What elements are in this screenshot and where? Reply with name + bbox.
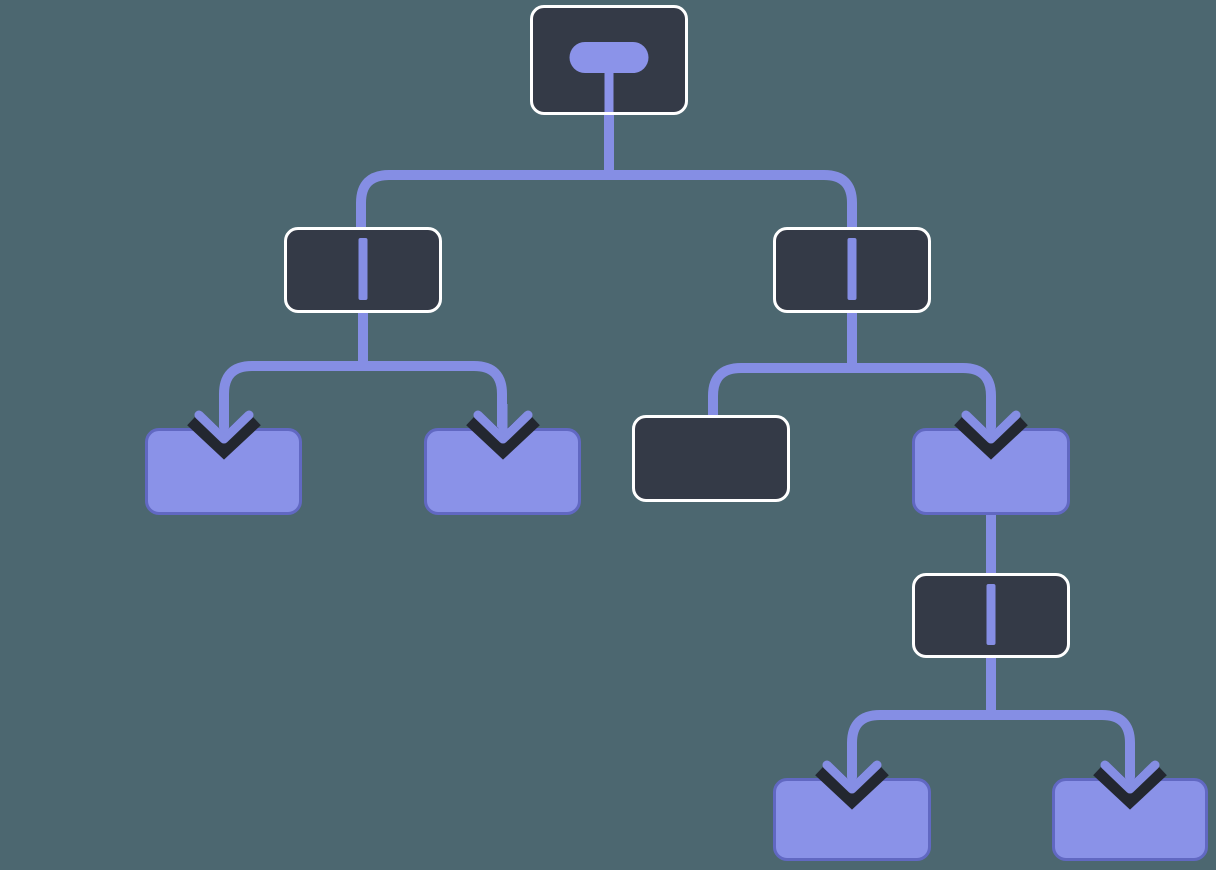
- pill-stem: [604, 70, 614, 112]
- arrow-head: [194, 410, 253, 444]
- edge-lower-branch-to-leaves: [847, 654, 1135, 782]
- edge-root-to-branches: [356, 112, 857, 233]
- arrow-head: [961, 410, 1021, 444]
- chevron-down-arrow-icon: [1093, 754, 1167, 810]
- pass-through-line: [358, 238, 368, 300]
- node-branch-lower[interactable]: [912, 573, 1070, 658]
- edge-right-branch-to-children: [708, 306, 996, 432]
- node-branch-left[interactable]: [284, 227, 442, 313]
- chevron-dark-shape: [465, 410, 540, 460]
- chevron-down-arrow-icon: [815, 754, 889, 810]
- arrow-head: [1100, 760, 1160, 794]
- node-child-dark[interactable]: [632, 415, 790, 502]
- chevron-down-arrow-icon: [954, 404, 1028, 460]
- chevron-dark-shape: [815, 760, 889, 810]
- chevron-down-arrow-icon: [465, 404, 540, 460]
- chevron-down-arrow-icon: [186, 404, 261, 460]
- pass-through-line: [847, 238, 857, 300]
- node-branch-right[interactable]: [773, 227, 931, 313]
- chevron-dark-shape: [954, 410, 1028, 460]
- pass-through-line: [986, 584, 996, 645]
- pill-placeholder: [569, 42, 649, 73]
- node-root[interactable]: [530, 5, 688, 115]
- edge-left-branch-to-leaves: [219, 306, 507, 432]
- arrow-head: [473, 410, 532, 444]
- arrow-head: [822, 760, 882, 794]
- chevron-dark-shape: [1093, 760, 1167, 810]
- chevron-dark-shape: [186, 410, 261, 460]
